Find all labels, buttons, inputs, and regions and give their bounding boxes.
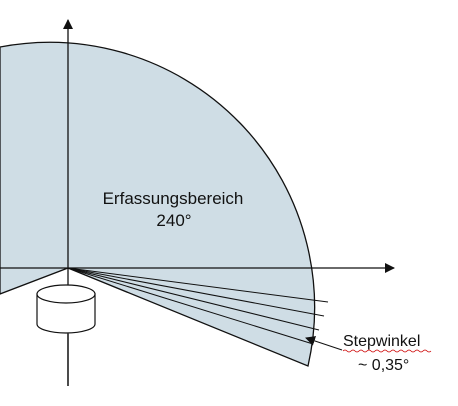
step-line (67, 267, 320, 331)
step-line (67, 267, 329, 303)
area-angle-label: 240° (156, 211, 191, 230)
area-label: Erfassungsbereich (103, 189, 244, 208)
step-value: ~ 0,35° (358, 357, 409, 374)
spellcheck-underline (342, 349, 432, 353)
step-angle-lines (67, 267, 329, 345)
step-label: Stepwinkel (343, 333, 420, 350)
step-line (67, 267, 325, 317)
step-line (67, 267, 314, 345)
coverage-sector (0, 41, 316, 367)
step-callout-arrow (305, 336, 343, 351)
sensor-cylinder-icon (36, 284, 96, 334)
